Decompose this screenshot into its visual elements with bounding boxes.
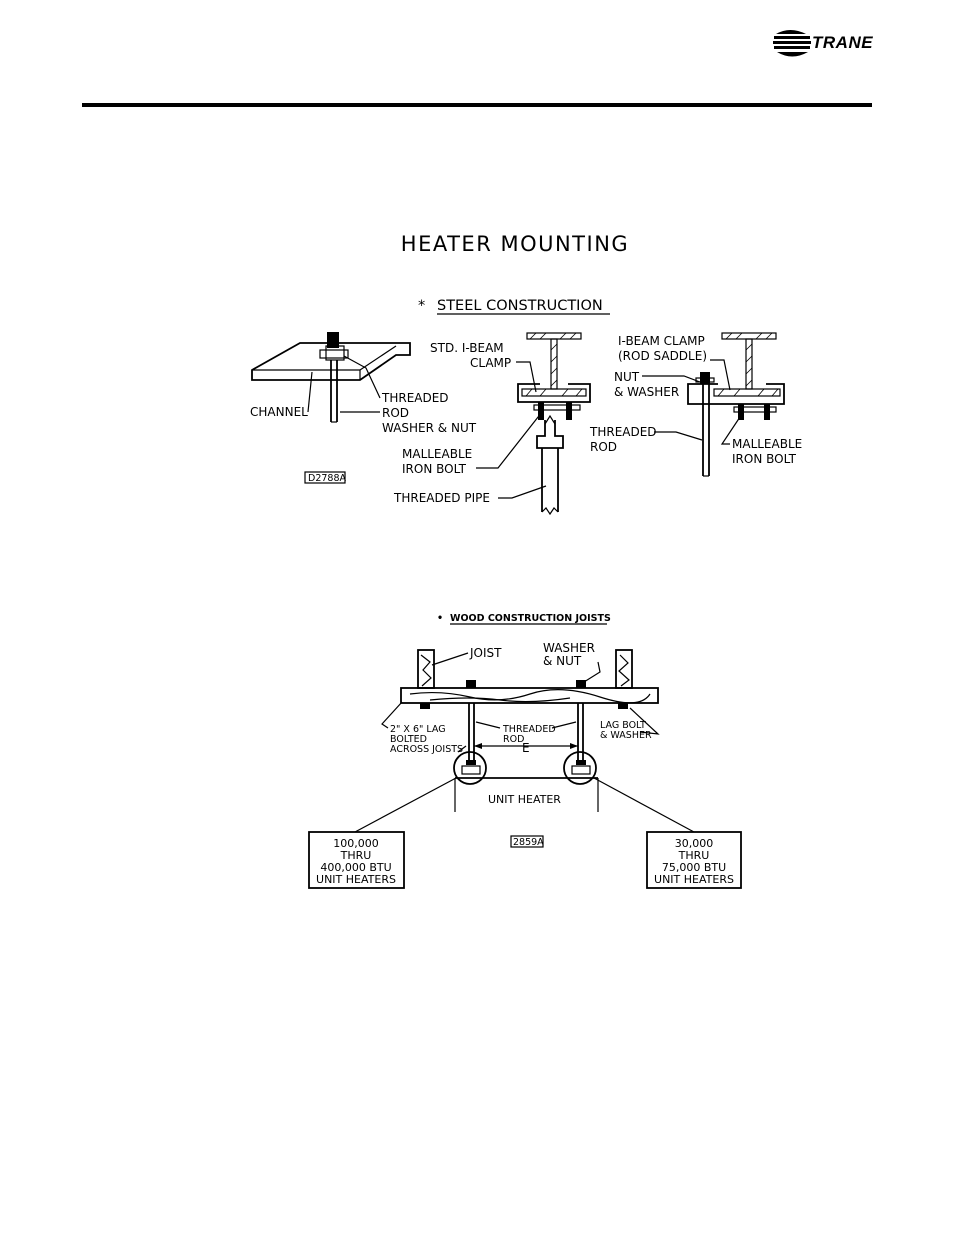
label-lag-2: BOLTED: [390, 734, 427, 745]
label-nut-1: NUT: [614, 370, 640, 384]
channel-drawing: [251, 332, 411, 423]
box-right-line-1: 30,000: [675, 837, 714, 850]
leader-malleable2: [720, 413, 743, 445]
page-title: HEATER MOUNTING: [400, 232, 630, 256]
label-threaded-1: THREADED: [381, 391, 449, 405]
leader-stdclamp: [516, 361, 537, 393]
label-channel: CHANNEL: [250, 405, 308, 419]
leader-lag: [381, 701, 403, 729]
label-unit-heater: UNIT HEATER: [488, 793, 561, 806]
label-stdclamp-2: CLAMP: [470, 356, 511, 370]
leader-nut: [642, 375, 701, 383]
leader-rod-left: [475, 721, 501, 729]
label-nut-2: & WASHER: [614, 385, 679, 399]
box-right-line-3: 75,000 BTU: [662, 861, 726, 874]
wood-heading: WOOD CONSTRUCTION JOISTS: [450, 613, 611, 624]
label-malleable-2: IRON BOLT: [402, 462, 467, 476]
header-rule: [82, 103, 872, 107]
label-malleable2-1: MALLEABLE: [732, 437, 802, 451]
leader-joist: [431, 652, 469, 666]
label-threaded-3: WASHER & NUT: [382, 421, 477, 435]
box-right-line-2: THRU: [678, 849, 710, 862]
leader-washer-nut: [583, 661, 601, 683]
steel-heading: STEEL CONSTRUCTION: [437, 298, 603, 314]
box-left-line-1: 100,000: [333, 837, 379, 850]
box-left-line-2: THRU: [340, 849, 372, 862]
leader-pipe: [498, 485, 547, 499]
wood-marker: •: [437, 613, 443, 624]
label-rod-1: THREADED: [502, 724, 556, 735]
label-malleable2-2: IRON BOLT: [732, 452, 797, 466]
label-malleable-1: MALLEABLE: [402, 447, 472, 461]
leader-channel: [307, 371, 313, 413]
leader-box-left: [354, 777, 457, 833]
wood-code: 2859A: [513, 837, 544, 848]
steel-marker: *: [418, 298, 425, 314]
wood-joist-drawing: [400, 649, 659, 812]
label-rod2-2: ROD: [590, 440, 617, 454]
label-saddle-2: (ROD SADDLE): [618, 349, 707, 363]
label-threaded-2: ROD: [382, 406, 409, 420]
label-lagbolt-1: LAG BOLT: [600, 720, 646, 731]
leader-rod2: [654, 431, 703, 441]
box-right-line-4: UNIT HEATERS: [654, 873, 734, 886]
leader-malleable: [476, 411, 543, 469]
label-pipe: THREADED PIPE: [393, 491, 490, 505]
leader-lag-bottom: [457, 745, 467, 753]
label-washer-2: & NUT: [543, 654, 582, 668]
label-saddle-1: I-BEAM CLAMP: [618, 334, 705, 348]
leader-box-right: [593, 777, 695, 833]
label-lag-3: ACROSS JOISTS: [390, 744, 463, 755]
label-washer-1: WASHER: [543, 641, 595, 655]
label-rod2-1: THREADED: [589, 425, 657, 439]
brand-name: TRANE: [812, 33, 874, 52]
steel-code-box: [304, 471, 346, 484]
leader-saddle: [710, 359, 731, 391]
label-stdclamp-1: STD. I-BEAM: [430, 341, 504, 355]
box-right: [646, 831, 742, 889]
box-left-line-4: UNIT HEATERS: [316, 873, 396, 886]
label-lag-1: 2" X 6" LAG: [390, 724, 446, 735]
box-left-line-3: 400,000 BTU: [320, 861, 391, 874]
trane-logo-icon: [773, 30, 811, 57]
wood-code-box: [510, 835, 544, 848]
label-joist: JOIST: [469, 646, 502, 660]
label-rod-2: ROD: [503, 734, 524, 745]
leader-rod-right: [551, 721, 577, 729]
steel-code: D2788A: [308, 473, 346, 484]
label-dim-e: E: [522, 741, 530, 755]
label-lagbolt-2: & WASHER: [600, 730, 652, 741]
box-left: [308, 831, 405, 889]
leader-lagbolt: [629, 707, 660, 735]
std-ibeam-clamp-drawing: [517, 332, 591, 516]
leader-washer: [343, 355, 381, 399]
